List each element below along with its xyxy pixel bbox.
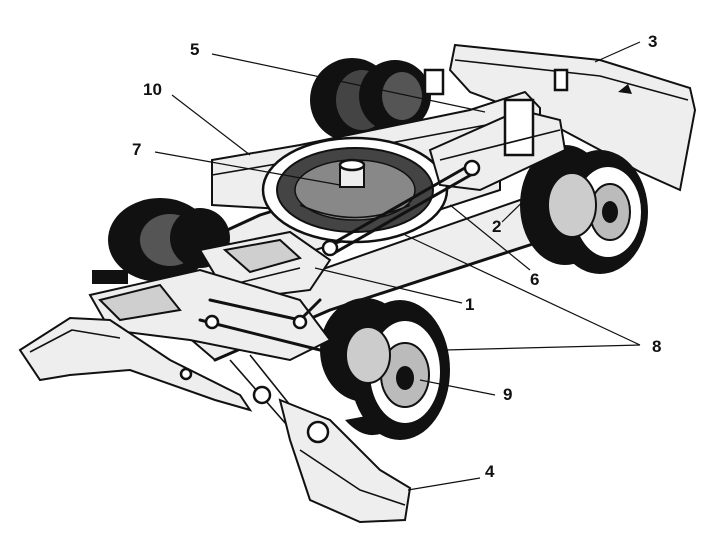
callout-1: 1	[465, 295, 474, 314]
leader-lines	[154, 41, 641, 491]
leader-3	[594, 41, 641, 63]
rear-bumper	[448, 43, 697, 192]
callout-5: 5	[190, 40, 199, 59]
front-suspension	[88, 268, 332, 441]
rear-right-wheels	[520, 145, 648, 274]
callout-labels: 1 2 3 4 5 6 7 8 9 10	[132, 32, 661, 481]
leader-1	[314, 267, 463, 304]
leader-10	[171, 94, 251, 156]
leader-6	[449, 204, 531, 271]
callout-8: 8	[652, 337, 661, 356]
callout-4: 4	[485, 462, 495, 481]
leader-8b	[444, 344, 641, 351]
callout-6: 6	[530, 270, 539, 289]
leader-2	[501, 179, 546, 223]
leader-5	[211, 53, 486, 113]
front-right-wheels	[320, 298, 450, 440]
leader-7	[154, 151, 341, 186]
fifth-wheel-turntable	[261, 136, 449, 244]
front-bumper-right	[179, 367, 412, 524]
leader-8a	[404, 234, 641, 346]
callout-7: 7	[132, 140, 141, 159]
front-bumper-left	[18, 316, 253, 412]
leader-4	[407, 477, 481, 491]
callout-3: 3	[648, 32, 657, 51]
callout-9: 9	[503, 385, 512, 404]
callout-10: 10	[143, 80, 162, 99]
leader-9	[419, 379, 496, 396]
callout-2: 2	[492, 217, 501, 236]
propeller-shaft	[321, 159, 481, 257]
